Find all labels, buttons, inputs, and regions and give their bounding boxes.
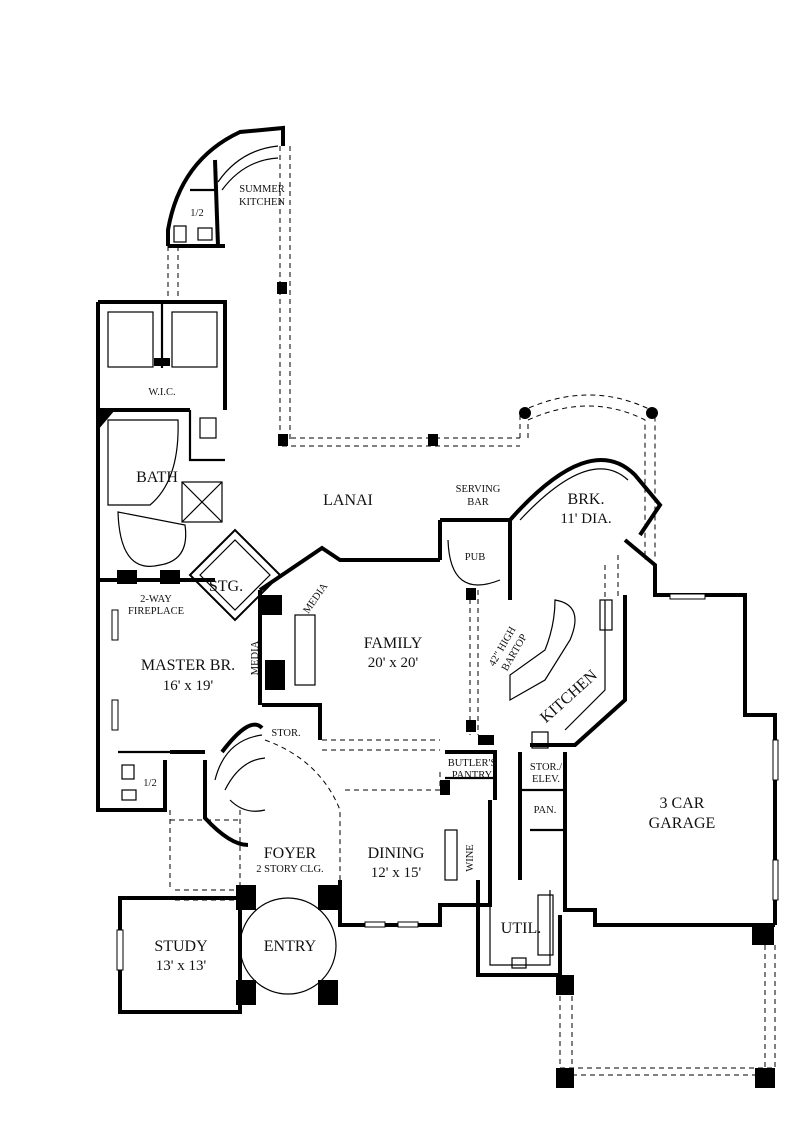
label-media-family: MEDIA — [302, 581, 331, 616]
label-util: UTIL. — [501, 920, 541, 937]
label-half-bath-master: 1/2 — [143, 778, 156, 789]
label-butlers-pantry-1: BUTLER'S — [448, 758, 497, 769]
label-fireplace-2: FIREPLACE — [128, 606, 184, 617]
label-wine: WINE — [465, 844, 476, 871]
label-butlers-pantry-2: PANTRY — [452, 770, 493, 781]
label-serving-bar-1: SERVING — [456, 484, 501, 495]
foyer-dining — [175, 722, 492, 928]
label-stg: STG. — [209, 578, 243, 595]
label-family-2: 20' x 20' — [368, 655, 419, 671]
label-stor-elev-1: STOR./ — [530, 762, 562, 773]
master-suite — [96, 300, 282, 890]
family-room — [258, 518, 512, 751]
label-brk-1: BRK. — [568, 491, 605, 508]
label-study-1: STUDY — [154, 938, 208, 955]
label-half-bath-top: 1/2 — [190, 208, 203, 219]
label-summer-kitchen-1: SUMMER — [239, 184, 285, 195]
service-area — [445, 735, 567, 977]
label-lanai: LANAI — [323, 492, 373, 509]
label-foyer-1: FOYER — [264, 845, 317, 862]
kitchen-area — [508, 458, 779, 925]
label-fireplace-1: 2-WAY — [140, 594, 172, 605]
label-pub: PUB — [465, 552, 485, 563]
label-entry: ENTRY — [264, 938, 317, 955]
label-stor: STOR. — [271, 728, 300, 739]
lanai-outline — [278, 394, 658, 560]
garage — [556, 830, 776, 1088]
label-media-master: MEDIA — [250, 640, 261, 675]
label-bath: BATH — [136, 469, 178, 486]
summer-kitchen-wing — [166, 125, 291, 440]
label-summer-kitchen-2: KITCHEN — [239, 197, 285, 208]
label-master-2: 16' x 19' — [163, 678, 214, 694]
label-brk-2: 11' DIA. — [560, 511, 611, 527]
label-garage-2: GARAGE — [649, 815, 716, 832]
label-master-1: MASTER BR. — [141, 657, 235, 674]
study-entry — [116, 885, 338, 1014]
label-kitchen: KITCHEN — [537, 667, 601, 727]
label-dining-2: 12' x 15' — [371, 865, 422, 881]
label-garage-1: 3 CAR — [660, 795, 705, 812]
label-family-1: FAMILY — [364, 635, 423, 652]
label-foyer-2: 2 STORY CLG. — [256, 864, 323, 875]
label-serving-bar-2: BAR — [467, 497, 489, 508]
label-dining-1: DINING — [368, 845, 425, 862]
label-pan: PAN. — [534, 805, 557, 816]
label-stor-elev-2: ELEV. — [532, 774, 560, 785]
label-wic: W.I.C. — [148, 387, 175, 398]
label-study-2: 13' x 13' — [156, 958, 207, 974]
